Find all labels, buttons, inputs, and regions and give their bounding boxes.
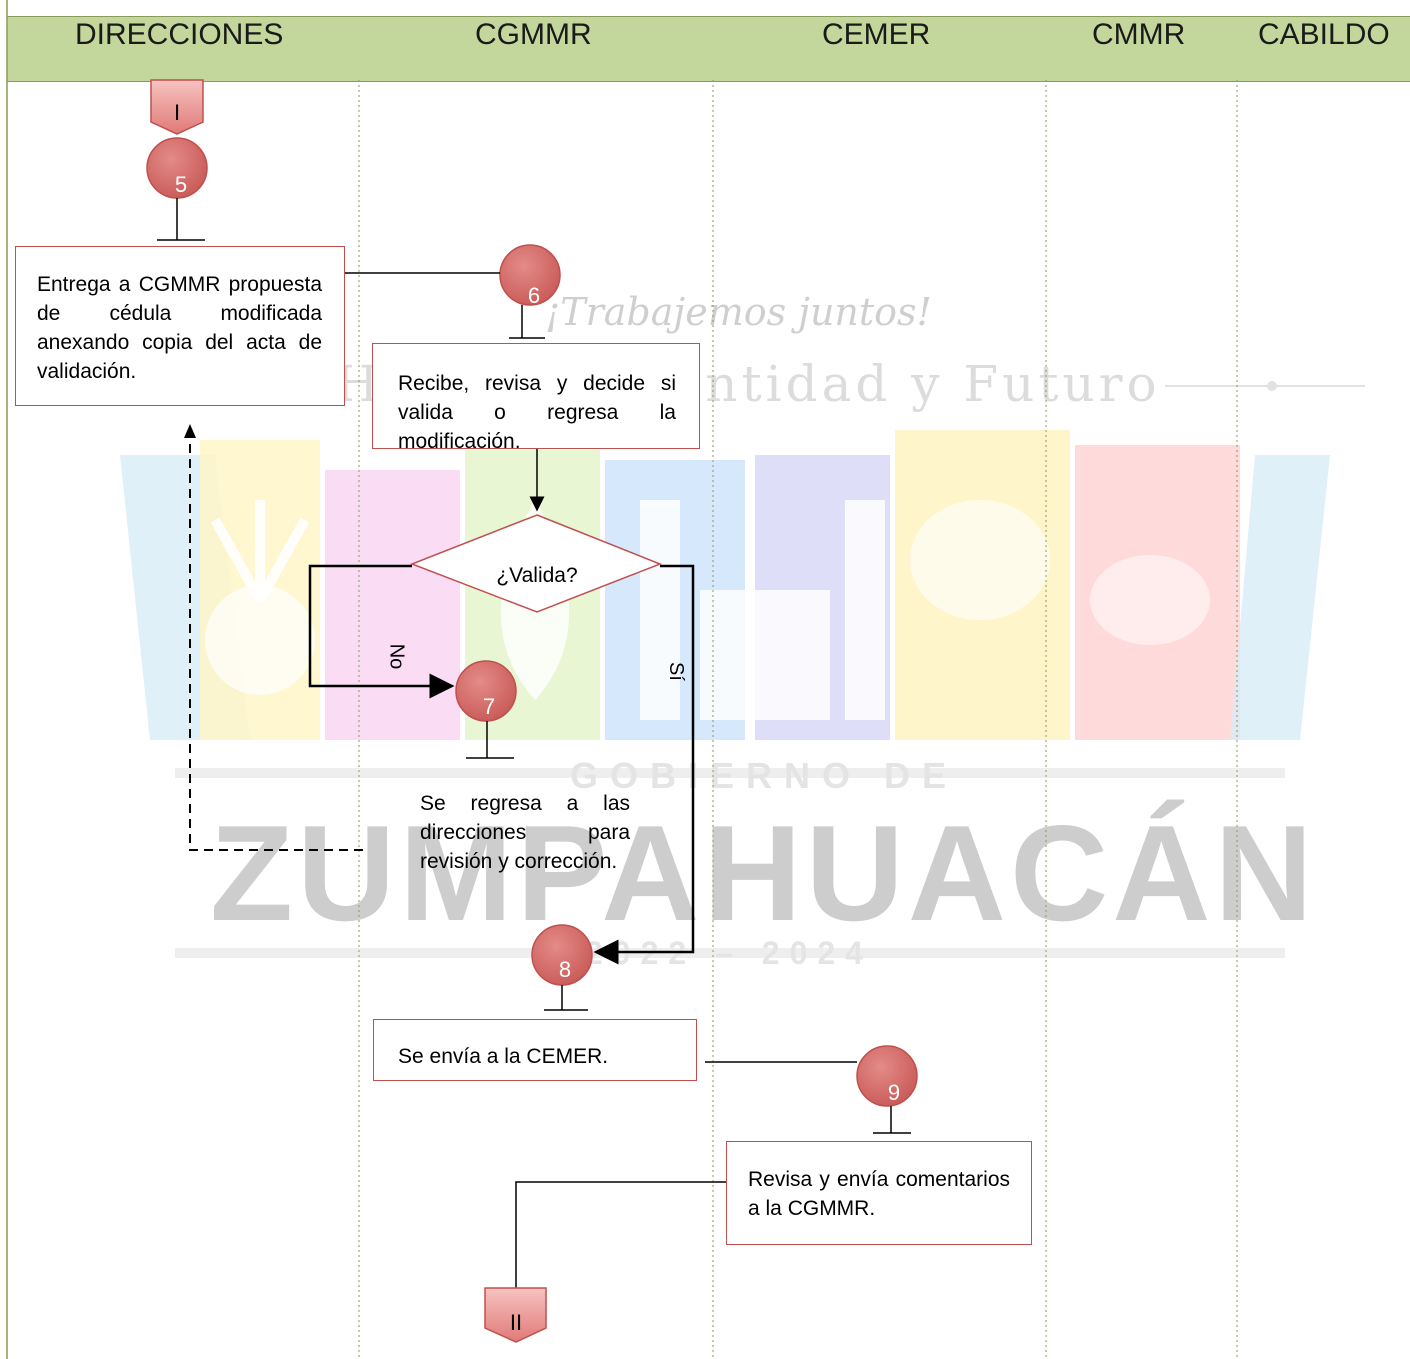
- step-9-text: Revisa y envía comentarios a la CGMMR.: [748, 1168, 1010, 1220]
- lane-title-cgmmr: CGMMR: [475, 18, 592, 51]
- step-9-box: [726, 1141, 1032, 1245]
- decision-yes-label: Sí: [664, 662, 687, 681]
- step-7-marker: [455, 660, 517, 722]
- decision-text: ¿Valida?: [496, 564, 578, 587]
- step-6-number: 6: [527, 283, 541, 308]
- connector-end-shape: [484, 1287, 547, 1343]
- step-7-number: 7: [482, 694, 496, 719]
- step-6-marker: [499, 244, 561, 306]
- connector-end-label: II: [509, 1310, 523, 1335]
- step-5-number: 5: [174, 172, 188, 197]
- step-8-number: 8: [558, 957, 572, 982]
- step-5-text: Entrega a CGMMR propuesta de cédula modi…: [37, 273, 322, 383]
- watermark-gobierno: GOBIERNO DE: [570, 755, 959, 796]
- connector-start-label: I: [173, 100, 181, 125]
- step-6-box: [372, 343, 700, 449]
- lane-title-cabildo: CABILDO: [1258, 18, 1390, 51]
- lane-title-cmmr: CMMR: [1092, 18, 1186, 51]
- lane-title-direcciones: DIRECCIONES: [75, 18, 284, 51]
- lane-title-cemer: CEMER: [822, 18, 931, 51]
- step-8-text: Se envía a la CEMER.: [398, 1045, 609, 1068]
- step-9-number: 9: [887, 1080, 901, 1105]
- step-7-text: Se regresa a las direcciones para revisi…: [420, 792, 630, 873]
- step-5-box: [15, 246, 345, 406]
- lane-header: [7, 16, 1410, 82]
- step-8-box: [373, 1019, 697, 1081]
- decision-diamond: [409, 514, 663, 613]
- step-9-marker: [856, 1045, 918, 1107]
- decision-no-label: No: [385, 643, 408, 670]
- watermark-municipio: ZUMPAHUACÁN: [210, 797, 1317, 949]
- connector-start-shape: [150, 79, 204, 135]
- step-6-text: Recibe, revisa y decide si valida o regr…: [398, 372, 676, 453]
- watermark-slogan: ¡Trabajemos juntos!: [545, 290, 932, 334]
